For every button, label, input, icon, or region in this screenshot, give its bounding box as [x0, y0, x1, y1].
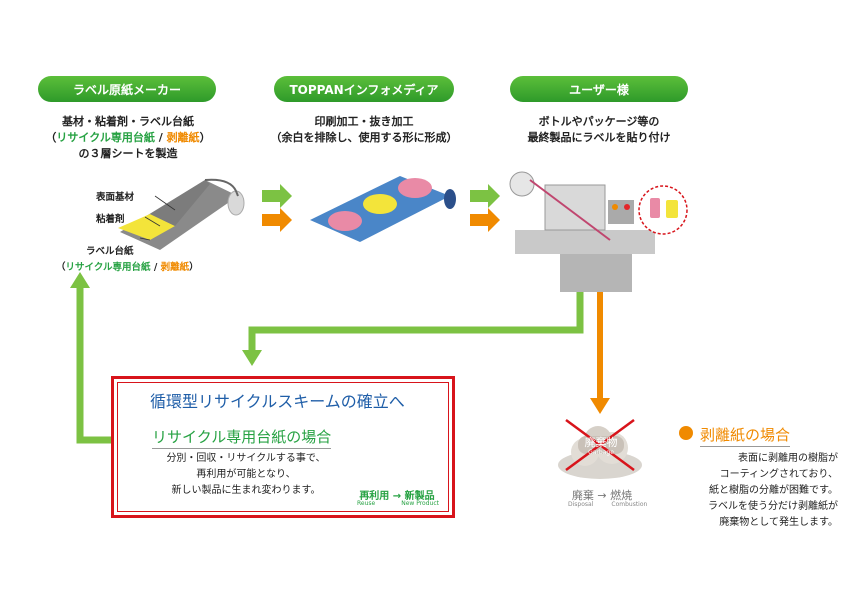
stage-desc-paper-maker: 基材・粘着剤・ラベル台紙 （リサイクル専用台紙 / 剥離紙） の３層シートを製造 — [28, 114, 228, 162]
printed-label-sheet-illustration — [310, 176, 456, 242]
release-case-title: 剥離紙の場合 — [700, 424, 791, 447]
body-line: 紙と樹脂の分離が困難です。 — [709, 485, 838, 496]
desc-line: （余白を排除し、使用する形に形成） — [270, 131, 458, 144]
stage-label-toppan: TOPPANインフォメディア — [274, 76, 454, 102]
body-line: ラベルを使う分だけ剥離紙が — [708, 501, 838, 512]
resource-badge-sub: Resource — [378, 450, 406, 457]
waste-badge-sub: Garbage — [588, 449, 614, 456]
separator: / — [150, 262, 161, 273]
labeling-machine-illustration — [509, 171, 688, 292]
recycle-liner-text: リサイクル専用台紙 — [56, 131, 155, 144]
layer-label-liner-type: （リサイクル専用台紙 / 剥離紙） — [56, 259, 199, 273]
release-case-body: 表面に剥離用の樹脂が コーティングされており、 紙と樹脂の分離が困難です。 ラベ… — [666, 451, 838, 531]
stage-label-paper-maker: ラベル原紙メーカー — [38, 76, 216, 102]
combustion-en-text: Combustion — [611, 501, 648, 508]
stage-title: ラベル原紙メーカー — [72, 82, 181, 97]
recycle-liner-subtitle: リサイクル専用台紙の場合 — [152, 426, 332, 449]
body-line: 新しい製品に生まれ変わります。 — [171, 485, 321, 496]
release-paper-text: 剥離紙 — [166, 131, 200, 144]
recycle-scheme-title: 循環型リサイクルスキームの確立へ — [150, 392, 405, 411]
desc-line: 印刷加工・抜き加工 — [314, 115, 414, 128]
combustion-text: 燃焼 — [610, 489, 633, 502]
new-product-text: 新製品 — [404, 491, 435, 502]
body-line: 表面に剥離用の樹脂が — [738, 453, 838, 464]
arrow-green-2 — [470, 184, 500, 208]
separator: / — [154, 131, 167, 144]
layer-label-liner: ラベル台紙 — [86, 246, 134, 257]
reuse-text: 再利用 — [359, 491, 390, 502]
orange-bullet-icon — [679, 426, 693, 440]
body-line: 分別・回収・リサイクルする事で、 — [166, 453, 326, 464]
flow-arrow: → — [392, 491, 402, 502]
disposal-text: 廃棄 — [571, 489, 594, 502]
disposal-combustion: 廃棄 → 燃焼 — [566, 487, 638, 503]
arrow-orange-1 — [262, 208, 292, 232]
release-paper-text: 剥離紙 — [160, 262, 190, 273]
waste-badge-main: 廃棄物 — [584, 436, 618, 449]
recycle-body: 分別・回収・リサイクルする事で、 再利用が可能となり、 新しい製品に生まれ変わり… — [146, 451, 346, 499]
arrow-orange-2 — [470, 208, 500, 232]
layer-label-base: 表面基材 — [96, 192, 135, 203]
green-return-arrowhead — [70, 272, 90, 288]
flow-arrow: → — [597, 489, 607, 502]
stage-desc-toppan: 印刷加工・抜き加工 （余白を排除し、使用する形に形成） — [264, 114, 464, 146]
waste-pile-icon — [558, 418, 642, 479]
new-product-en-text: New Product — [401, 500, 439, 507]
resource-badge-main: 資源 — [379, 436, 404, 450]
green-return-line — [76, 285, 111, 444]
sheet-roll-illustration — [118, 178, 245, 250]
desc-line: ボトルやパッケージ等の — [538, 115, 660, 128]
desc-line: 最終製品にラベルを貼り付け — [527, 131, 671, 144]
recycle-scheme-box — [111, 376, 455, 518]
paren-close: ） — [199, 131, 211, 144]
green-flow-line — [248, 292, 584, 352]
disposal-combustion-en: Disposal Combustion — [568, 501, 648, 508]
reuse-en-text: Reuse — [357, 500, 376, 507]
recycle-scheme-box-inner-border — [117, 382, 449, 512]
disposal-en-text: Disposal — [568, 501, 594, 508]
body-line: 廃棄物として発生します。 — [719, 517, 838, 528]
arrow-green-1 — [262, 184, 292, 208]
stage-label-user: ユーザー様 — [510, 76, 688, 102]
green-flow-arrowhead — [242, 350, 262, 366]
reuse-new-product-en: Reuse New Product — [357, 500, 443, 507]
body-line: コーティングされており、 — [719, 469, 838, 480]
desc-line: の３層シートを製造 — [78, 147, 178, 160]
body-line: 再利用が可能となり、 — [196, 469, 296, 480]
desc-line-recycle: （リサイクル専用台紙 / 剥離紙） — [28, 130, 228, 146]
stage-title: TOPPANインフォメディア — [289, 82, 439, 97]
paren-open: （ — [45, 131, 57, 144]
layer-label-adhesive: 粘着剤 — [96, 214, 125, 225]
stage-desc-user: ボトルやパッケージ等の 最終製品にラベルを貼り付け — [494, 114, 704, 146]
orange-flow-arrowhead — [590, 398, 610, 414]
reuse-new-product: 再利用 → 新製品 — [353, 487, 441, 502]
desc-line: 基材・粘着剤・ラベル台紙 — [62, 115, 194, 128]
paren-close: ） — [189, 262, 199, 273]
recycle-liner-text: リサイクル専用台紙 — [65, 262, 151, 273]
paren-open: （ — [56, 262, 66, 273]
stage-title: ユーザー様 — [569, 82, 629, 97]
